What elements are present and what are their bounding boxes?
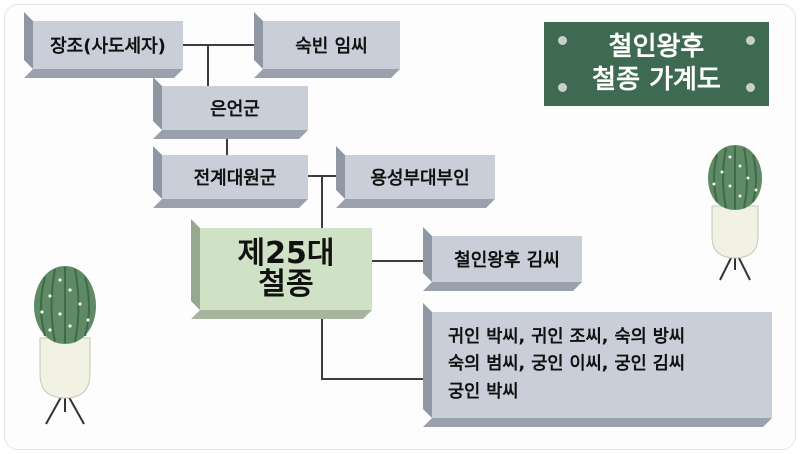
node-king: 제25대 철종 bbox=[200, 228, 372, 310]
connector-line bbox=[321, 378, 431, 380]
title-sign: 철인왕후 철종 가계도 bbox=[544, 22, 769, 106]
node-label: 용성부대부인 bbox=[370, 168, 470, 189]
sign-dot bbox=[558, 83, 567, 92]
king-name: 철종 bbox=[258, 267, 314, 302]
node-father: 전계대원군 bbox=[162, 155, 308, 199]
node-label: 숙빈 임씨 bbox=[295, 36, 368, 57]
sign-dot bbox=[558, 36, 567, 45]
node-queen: 철인왕후 김씨 bbox=[432, 236, 582, 282]
connector-line bbox=[226, 130, 228, 160]
title-line-1: 철인왕후 bbox=[608, 31, 705, 62]
consorts-line: 궁인 박씨 bbox=[448, 381, 519, 402]
node-label: 철인왕후 김씨 bbox=[454, 250, 560, 271]
node-grandfather: 장조(사도세자) bbox=[33, 21, 183, 69]
node-grandmother: 숙빈 임씨 bbox=[263, 21, 400, 69]
connector-line bbox=[306, 175, 346, 177]
sign-dot bbox=[746, 83, 755, 92]
connector-line bbox=[372, 260, 432, 262]
cactus-plant-left-icon bbox=[34, 266, 96, 425]
sign-dot bbox=[746, 36, 755, 45]
consorts-line: 숙의 범씨, 궁인 이씨, 궁인 김씨 bbox=[448, 354, 685, 375]
connector-line bbox=[207, 44, 209, 92]
connector-line bbox=[183, 44, 263, 46]
node-label: 장조(사도세자) bbox=[50, 36, 166, 57]
node-euneon-gun: 은언군 bbox=[162, 86, 308, 130]
cactus-plant-right-icon bbox=[708, 145, 762, 281]
node-label: 전계대원군 bbox=[193, 168, 277, 189]
king-title: 제25대 bbox=[237, 235, 335, 271]
node-label: 은언군 bbox=[210, 99, 260, 120]
node-consorts: 귀인 박씨, 귀인 조씨, 숙의 방씨 숙의 범씨, 궁인 이씨, 궁인 김씨 … bbox=[432, 312, 772, 418]
node-mother: 용성부대부인 bbox=[345, 155, 495, 199]
consorts-line: 귀인 박씨, 귀인 조씨, 숙의 방씨 bbox=[448, 327, 685, 348]
title-line-2: 철종 가계도 bbox=[592, 65, 721, 95]
